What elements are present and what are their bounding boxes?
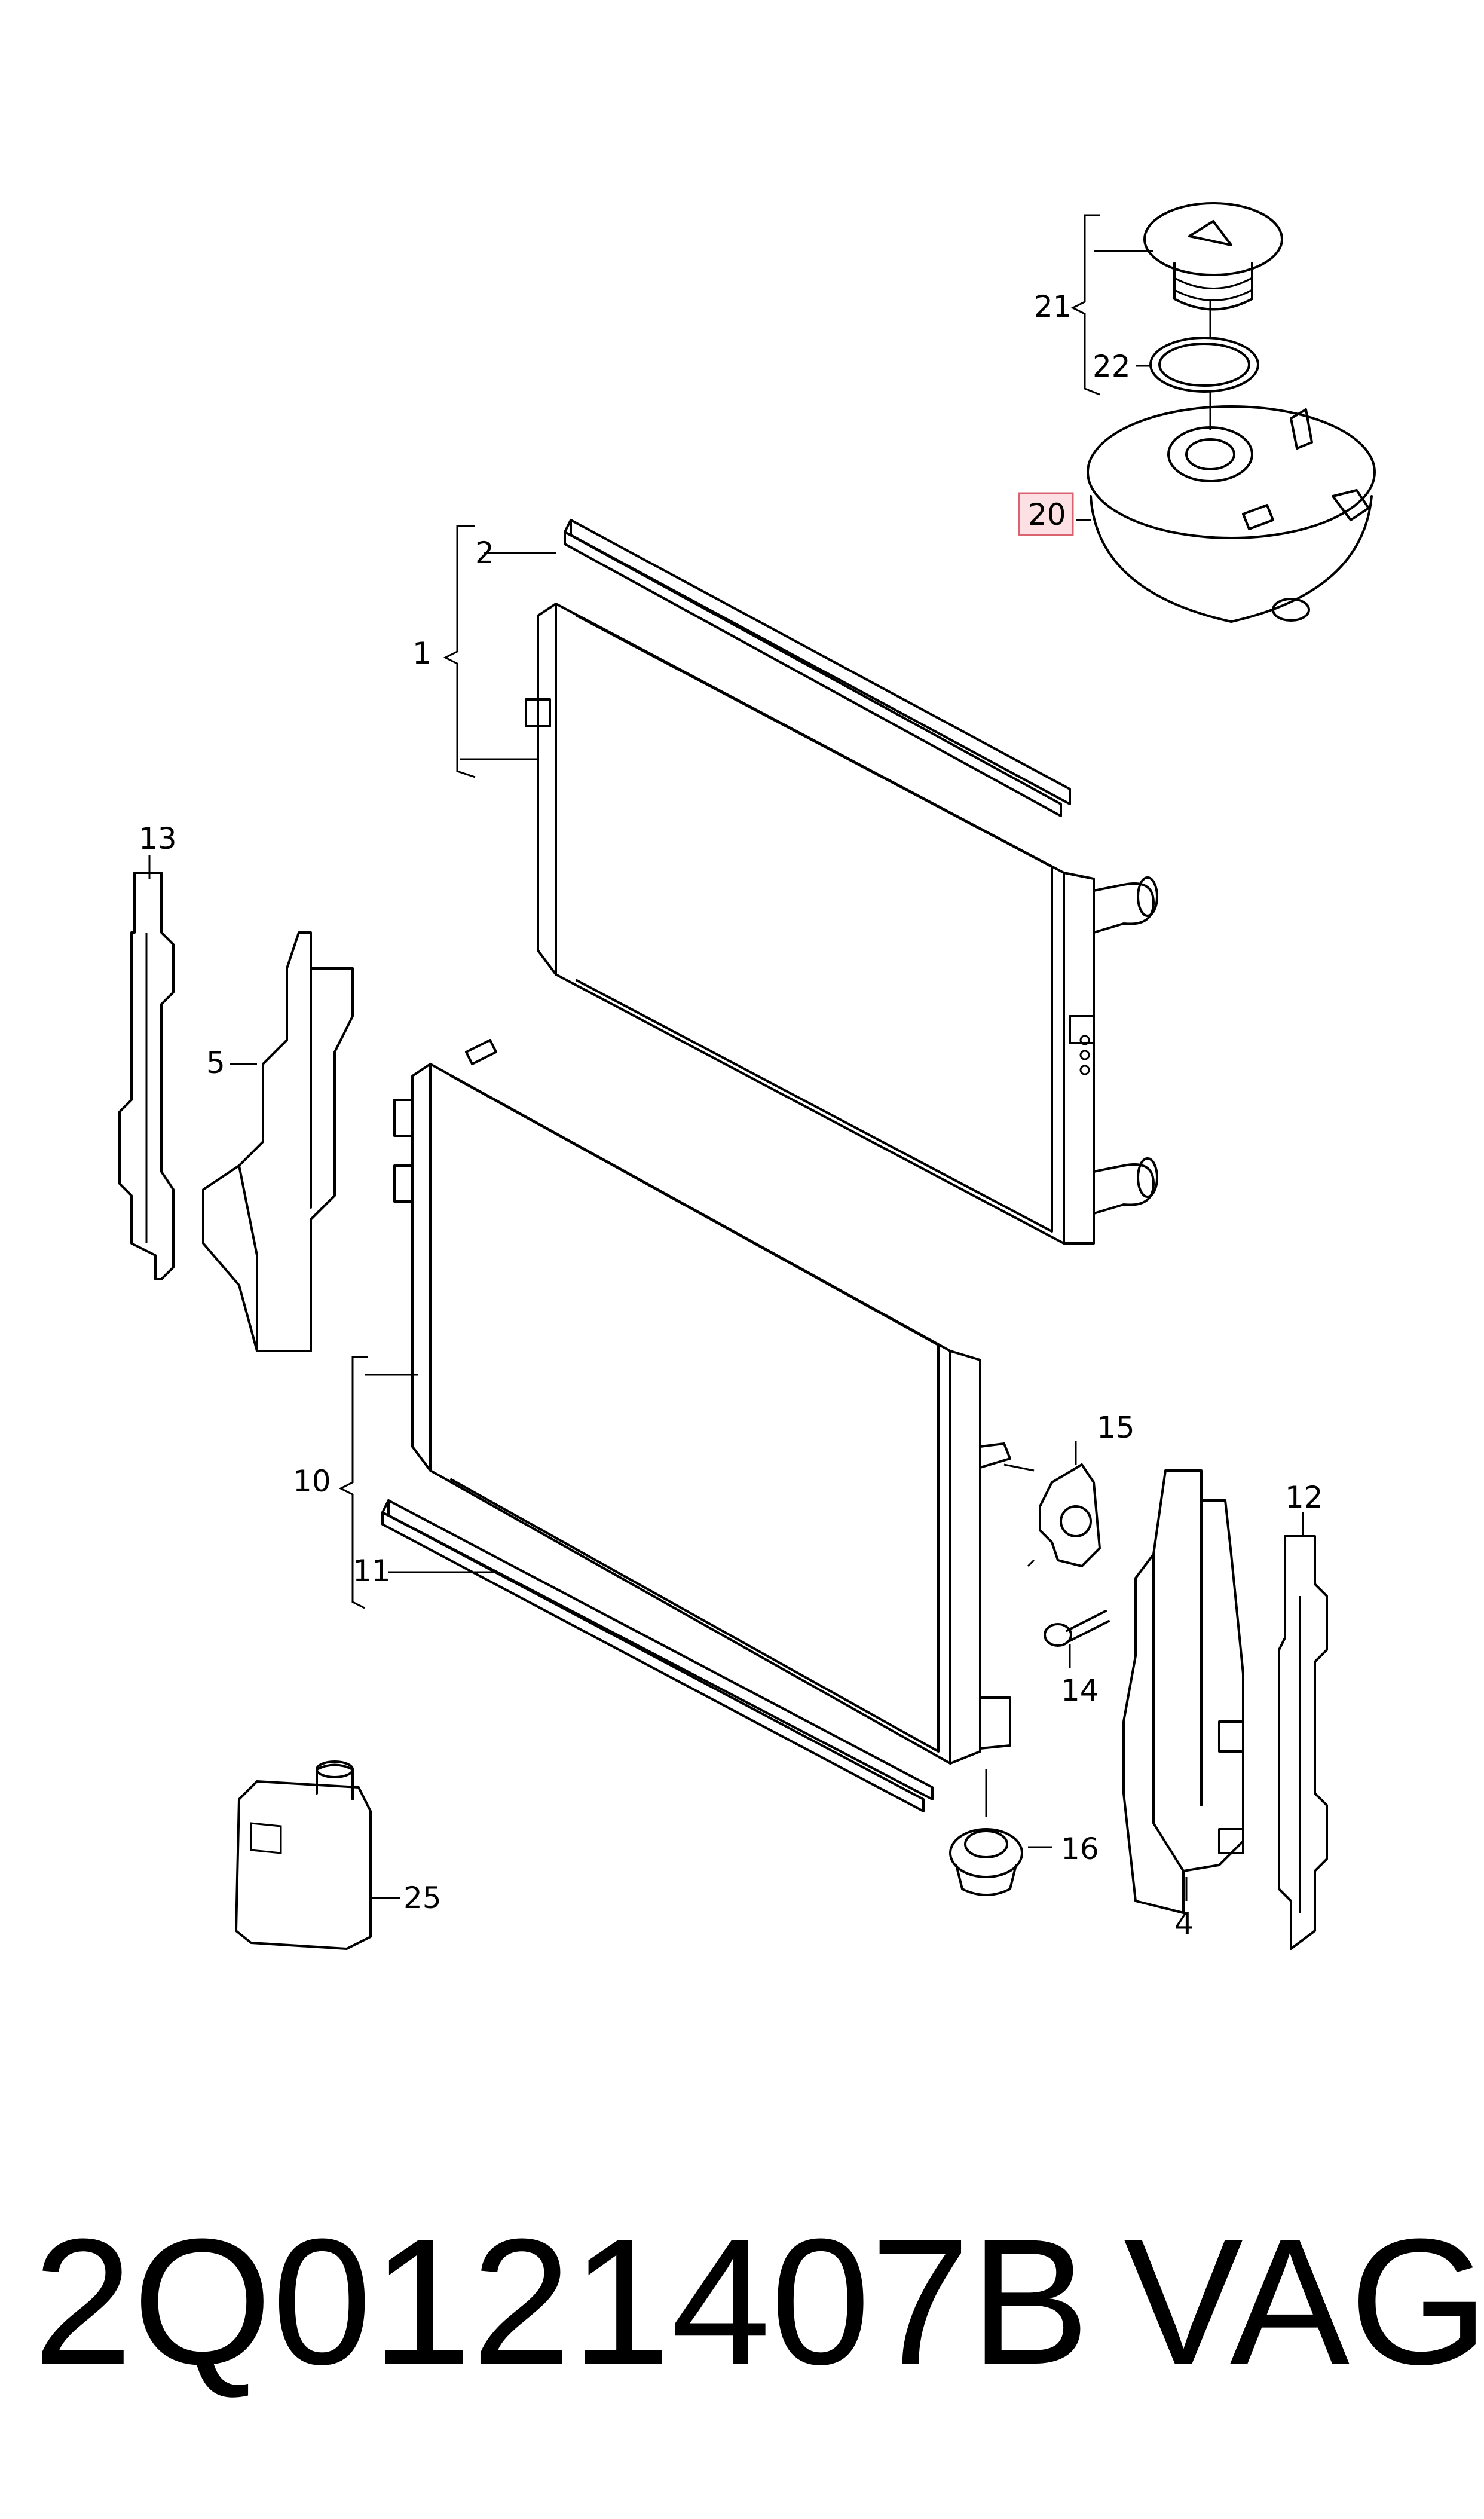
lower-radiator: [393, 1039, 1011, 1765]
lower-seal-strip: [381, 1499, 934, 1812]
part-number: 2Q0121407B: [33, 2201, 1090, 2402]
tank-cap: [1143, 202, 1283, 311]
side-seal-right: [1278, 1535, 1328, 1950]
callout-20-highlight: [1018, 492, 1074, 536]
callout-22: 22: [1093, 349, 1131, 384]
upper-seal-strip: [564, 519, 1071, 817]
callout-16: 16: [1061, 1832, 1099, 1866]
upper-radiator: [525, 603, 1158, 1245]
o-ring: [1149, 337, 1259, 393]
callout-1: 1: [412, 636, 432, 671]
leader-lines: [148, 214, 1304, 1901]
air-guide-right: [1122, 1469, 1244, 1914]
callout-13: 13: [139, 821, 177, 856]
callout-15: 15: [1097, 1410, 1135, 1445]
callout-11: 11: [353, 1554, 391, 1588]
air-guide-left: [202, 931, 354, 1352]
footer: 2Q0121407B VAG: [0, 2212, 1484, 2427]
callout-20: 20: [1028, 497, 1066, 532]
callout-2: 2: [475, 536, 494, 570]
brand-label: VAG: [1124, 2201, 1484, 2402]
grommet: [949, 1828, 1023, 1896]
callout-10: 10: [293, 1464, 331, 1499]
callout-14: 14: [1061, 1673, 1099, 1708]
side-seal-left: [118, 872, 175, 1280]
coolant-bottle: [235, 1760, 372, 1950]
callout-labels: 2 1 13 5 10 11 15 12 14 16 4 25 21 22 20: [139, 289, 1323, 1941]
expansion-tank: [1087, 405, 1376, 623]
callout-4: 4: [1174, 1906, 1194, 1941]
bolt: [1044, 1610, 1110, 1647]
callout-12: 12: [1285, 1480, 1323, 1515]
callout-25: 25: [403, 1881, 442, 1915]
callout-21: 21: [1034, 289, 1072, 324]
callout-5: 5: [206, 1045, 225, 1080]
bracket: [1039, 1463, 1101, 1567]
